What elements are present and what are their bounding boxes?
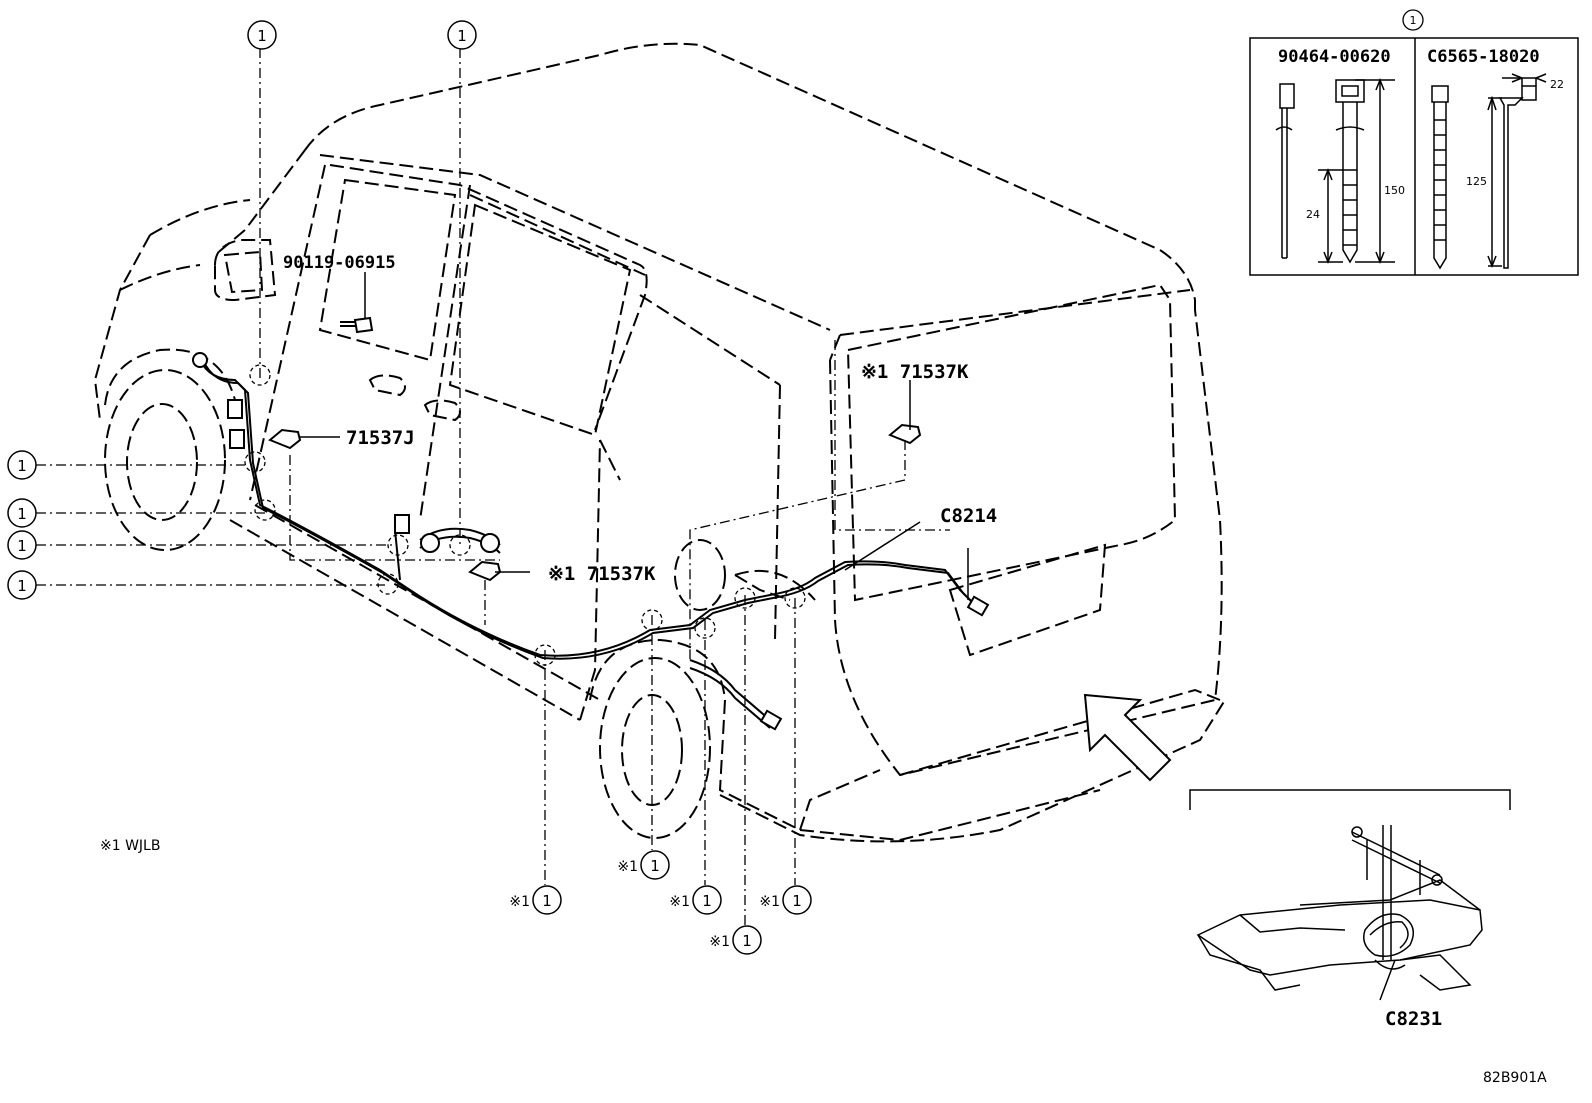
callout-1-bottom-d: 1 <box>742 932 752 950</box>
star-mark-b: ※1 <box>617 859 638 875</box>
star-mark-d: ※1 <box>709 934 730 950</box>
tie2-part-number: C6565-18020 <box>1427 47 1540 67</box>
callout-1-bottom-e: 1 <box>792 892 802 910</box>
label-clamp-k-mid: ※1 71537K <box>548 563 656 585</box>
clamps <box>268 423 922 582</box>
label-connector-c8231: C8231 <box>1385 1008 1442 1030</box>
inset-header-mark: 1 <box>1410 14 1417 27</box>
cable-tie-inset: 1 90464-00620 C6565-18020 150 24 <box>1249 9 1579 276</box>
drawing-code: 82B901A <box>1483 1070 1547 1086</box>
label-bolt: 90119-06915 <box>283 253 396 273</box>
label-clamp-j: 71537J <box>346 427 415 449</box>
tie1-part-number: 90464-00620 <box>1278 47 1391 67</box>
leader-lines <box>36 48 950 925</box>
part-leaders <box>300 272 1396 1001</box>
inset-frame <box>1249 37 1579 276</box>
callout-1-left-a: 1 <box>17 457 27 475</box>
callout-numbers: 1 1 1 1 1 1 1 1 1 1 1 <box>17 27 802 950</box>
footnote-wjlb: ※1 WJLB <box>100 838 160 854</box>
connectors <box>192 316 990 731</box>
callout-1-top-a: 1 <box>257 27 267 45</box>
view-arrow <box>1083 693 1172 782</box>
tie2-drawing <box>1431 73 1547 270</box>
clip-markers <box>244 364 806 666</box>
star-prefixes: ※1 ※1 ※1 ※1 ※1 <box>509 859 780 950</box>
rear-detail-view <box>1189 789 1511 991</box>
inset-header-circle <box>1402 9 1424 31</box>
callout-1-bottom-a: 1 <box>542 892 552 910</box>
star-mark-e: ※1 <box>759 894 780 910</box>
tie1-drawing <box>1275 77 1395 265</box>
part-number-labels: 90119-06915 71537J ※1 71537K ※1 71537K C… <box>283 253 1442 1030</box>
tie1-dim-24: 24 <box>1306 208 1320 221</box>
label-connector-c8214: C8214 <box>940 505 997 527</box>
callout-markers <box>7 20 812 955</box>
tie2-dim-125: 125 <box>1466 175 1487 188</box>
tie2-dim-22: 22 <box>1550 78 1564 91</box>
callout-1-left-b: 1 <box>17 505 27 523</box>
wire-harness <box>199 359 979 729</box>
callout-1-left-d: 1 <box>17 577 27 595</box>
callout-1-top-b: 1 <box>457 27 467 45</box>
callout-1-bottom-b: 1 <box>650 857 660 875</box>
star-mark-c: ※1 <box>669 894 690 910</box>
callout-1-left-c: 1 <box>17 537 27 555</box>
tie1-dim-150: 150 <box>1384 184 1405 197</box>
callout-1-bottom-c: 1 <box>702 892 712 910</box>
label-clamp-k-top: ※1 71537K <box>861 361 969 383</box>
star-mark-a: ※1 <box>509 894 530 910</box>
vehicle-body-outline <box>93 42 1226 843</box>
